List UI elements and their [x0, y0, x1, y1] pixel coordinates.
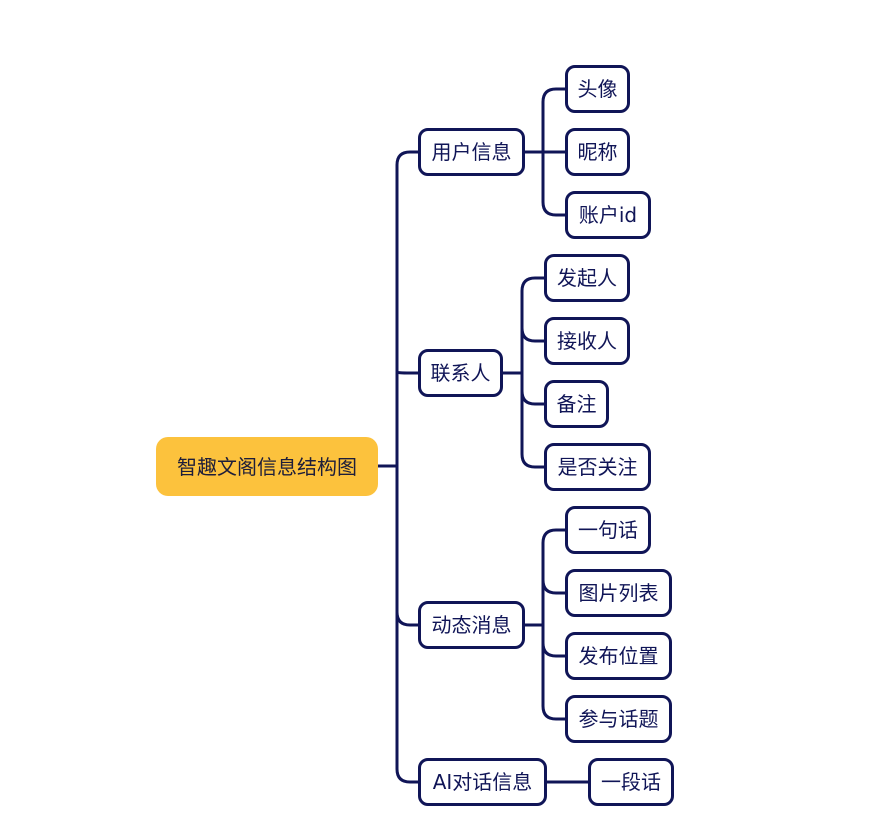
connector-contacts-child-1 [520, 326, 546, 343]
leaf-remark[interactable]: 备注 [544, 380, 609, 428]
connector-moments-bracket [541, 528, 567, 721]
leaf-image-list[interactable]: 图片列表 [565, 569, 672, 617]
leaf-topics[interactable]: 参与话题 [565, 695, 672, 743]
connector-branch-0 [395, 370, 420, 375]
root-trunk [395, 150, 420, 784]
leaf-one-sentence[interactable]: 一句话 [565, 506, 651, 554]
connector-contacts-child-2 [520, 389, 546, 406]
leaf-paragraph[interactable]: 一段话 [588, 758, 674, 806]
leaf-receiver[interactable]: 接收人 [544, 317, 630, 365]
connector-contacts-bracket [520, 276, 546, 469]
root-node[interactable]: 智趣文阁信息结构图 [156, 437, 378, 496]
leaf-location[interactable]: 发布位置 [565, 632, 672, 680]
leaf-initiator[interactable]: 发起人 [544, 254, 630, 302]
connector-branch-1 [395, 610, 420, 627]
leaf-nickname[interactable]: 昵称 [565, 128, 630, 176]
branch-moments[interactable]: 动态消息 [418, 601, 525, 649]
branch-user-info[interactable]: 用户信息 [418, 128, 525, 176]
leaf-avatar[interactable]: 头像 [565, 65, 630, 113]
branch-contacts[interactable]: 联系人 [418, 349, 503, 397]
connector-moments-child-1 [541, 578, 567, 595]
leaf-account-id[interactable]: 账户id [565, 191, 651, 239]
connector-moments-child-2 [541, 641, 567, 658]
branch-ai-dialog[interactable]: AI对话信息 [418, 758, 547, 806]
leaf-follow-status[interactable]: 是否关注 [544, 443, 651, 491]
